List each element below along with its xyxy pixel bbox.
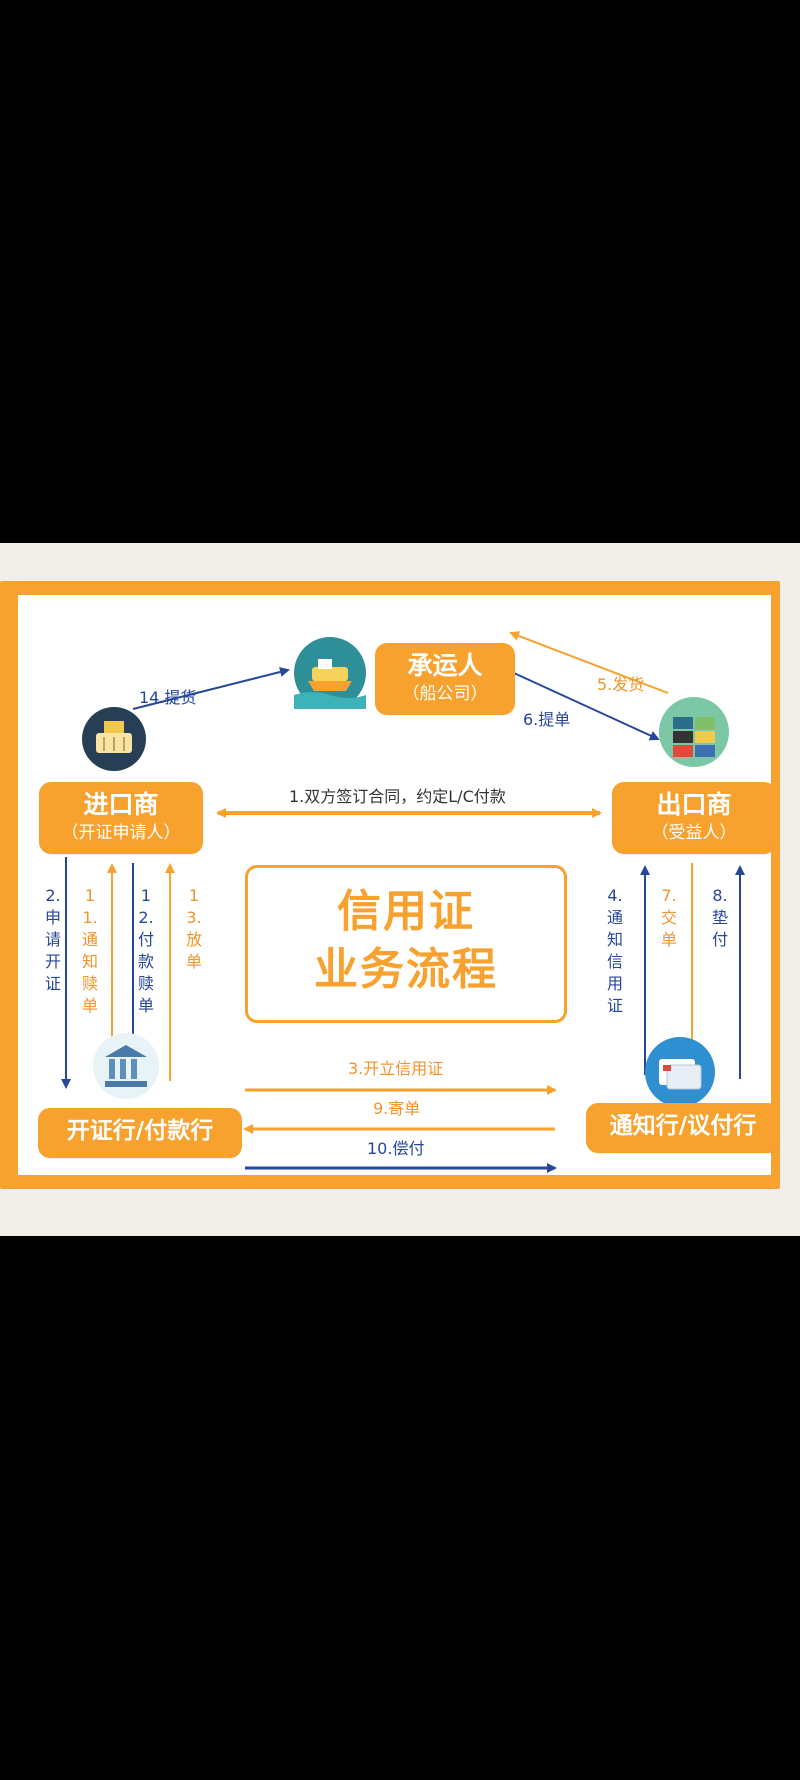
diagram-panel: 承运人 （船公司） 进口商 （开证申请人） 出口商 （受益人） 开证行/付款行 …	[18, 595, 780, 1175]
diagram-frame: 承运人 （船公司） 进口商 （开证申请人） 出口商 （受益人） 开证行/付款行 …	[0, 581, 780, 1189]
arrow-5	[509, 631, 669, 694]
step-4-label: 4.通知信用证	[606, 886, 623, 1015]
diagram-title-line1: 信用证	[337, 886, 475, 937]
carrier-title: 承运人	[407, 651, 483, 680]
step-3-label: 3.开立信用证	[348, 1059, 444, 1078]
issuing-bank-title: 开证行/付款行	[66, 1118, 214, 1144]
exporter-subtitle: （受益人）	[651, 823, 737, 843]
advising-bank-node: 通知行/议付行	[586, 1103, 780, 1153]
step-14-label: 14.提货	[139, 688, 197, 707]
importer-title: 进口商	[83, 790, 159, 819]
step-2-label: 2.申请开证	[44, 886, 61, 993]
exporter-node: 出口商 （受益人）	[612, 782, 776, 854]
basket-icon	[82, 707, 146, 771]
carrier-subtitle: （船公司）	[402, 684, 488, 704]
diagram-title-box: 信用证 业务流程	[245, 865, 567, 1023]
issuing-bank-node: 开证行/付款行	[38, 1108, 242, 1158]
diagram-photo: 承运人 （船公司） 进口商 （开证申请人） 出口商 （受益人） 开证行/付款行 …	[0, 543, 800, 1236]
containers-icon	[659, 697, 729, 767]
bank-icon	[93, 1033, 159, 1099]
advising-bank-title: 通知行/议付行	[609, 1113, 757, 1139]
carrier-node: 承运人 （船公司）	[375, 643, 515, 715]
cards-icon	[645, 1037, 715, 1107]
importer-node: 进口商 （开证申请人）	[39, 782, 203, 854]
importer-subtitle: （开证申请人）	[61, 823, 181, 843]
arrow-6	[502, 667, 660, 741]
step-13-label: 13.放单	[185, 886, 202, 971]
exporter-title: 出口商	[656, 790, 732, 819]
step-7-label: 7.交单	[660, 886, 677, 949]
step-10-label: 10.偿付	[367, 1139, 425, 1158]
ship-icon	[294, 637, 366, 709]
step-8-label: 8.垫付	[711, 886, 728, 949]
step-5-label: 5.发货	[597, 675, 645, 694]
diagram-title-line2: 业务流程	[314, 944, 498, 995]
step-1-label: 1.双方签订合同，约定L/C付款	[289, 787, 506, 806]
step-12-label: 12.付款赎单	[137, 886, 154, 1015]
step-11-label: 11.通知赎单	[81, 886, 98, 1015]
step-6-label: 6.提单	[523, 710, 571, 729]
step-9-label: 9.寄单	[373, 1099, 421, 1118]
arrow-14	[132, 667, 290, 710]
